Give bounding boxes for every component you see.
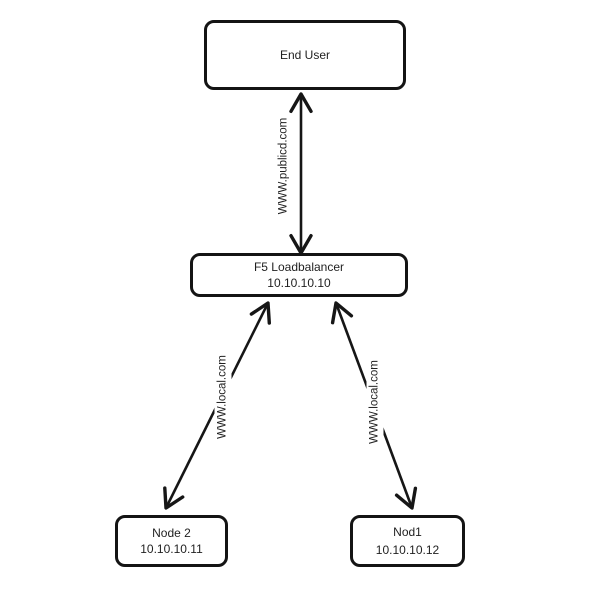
node-f5-loadbalancer: F5 Loadbalancer 10.10.10.10: [190, 253, 408, 297]
node-node2-label: Node 2: [152, 526, 191, 540]
edge-label-local-right: WWW.local.com: [366, 357, 384, 447]
arrowhead-up-right-icon: [249, 301, 271, 325]
edge-label-local-left: WWW.local.com: [214, 352, 232, 442]
node-f5-loadbalancer-ip: 10.10.10.10: [267, 276, 331, 290]
arrowhead-up-icon: [289, 92, 313, 113]
node-f5-loadbalancer-label: F5 Loadbalancer: [253, 260, 345, 274]
arrowhead-down-right-icon: [394, 486, 418, 510]
node-node2-ip: 10.10.10.11: [140, 542, 203, 556]
node-nod1-label: Nod1: [393, 525, 422, 539]
node-end-user: End User: [204, 20, 406, 90]
arrowhead-up-left-icon: [330, 301, 354, 325]
node-end-user-label: End User: [279, 47, 331, 62]
edge-label-public: WWW.publicd.com: [275, 114, 293, 218]
edge-user-loadbalancer: [289, 92, 313, 255]
arrowhead-down-left-icon: [163, 486, 185, 510]
node-nod1-ip: 10.10.10.12: [375, 543, 440, 557]
node-node2: Node 2 10.10.10.11: [115, 515, 228, 567]
node-nod1: Nod1 10.10.10.12: [350, 515, 465, 567]
